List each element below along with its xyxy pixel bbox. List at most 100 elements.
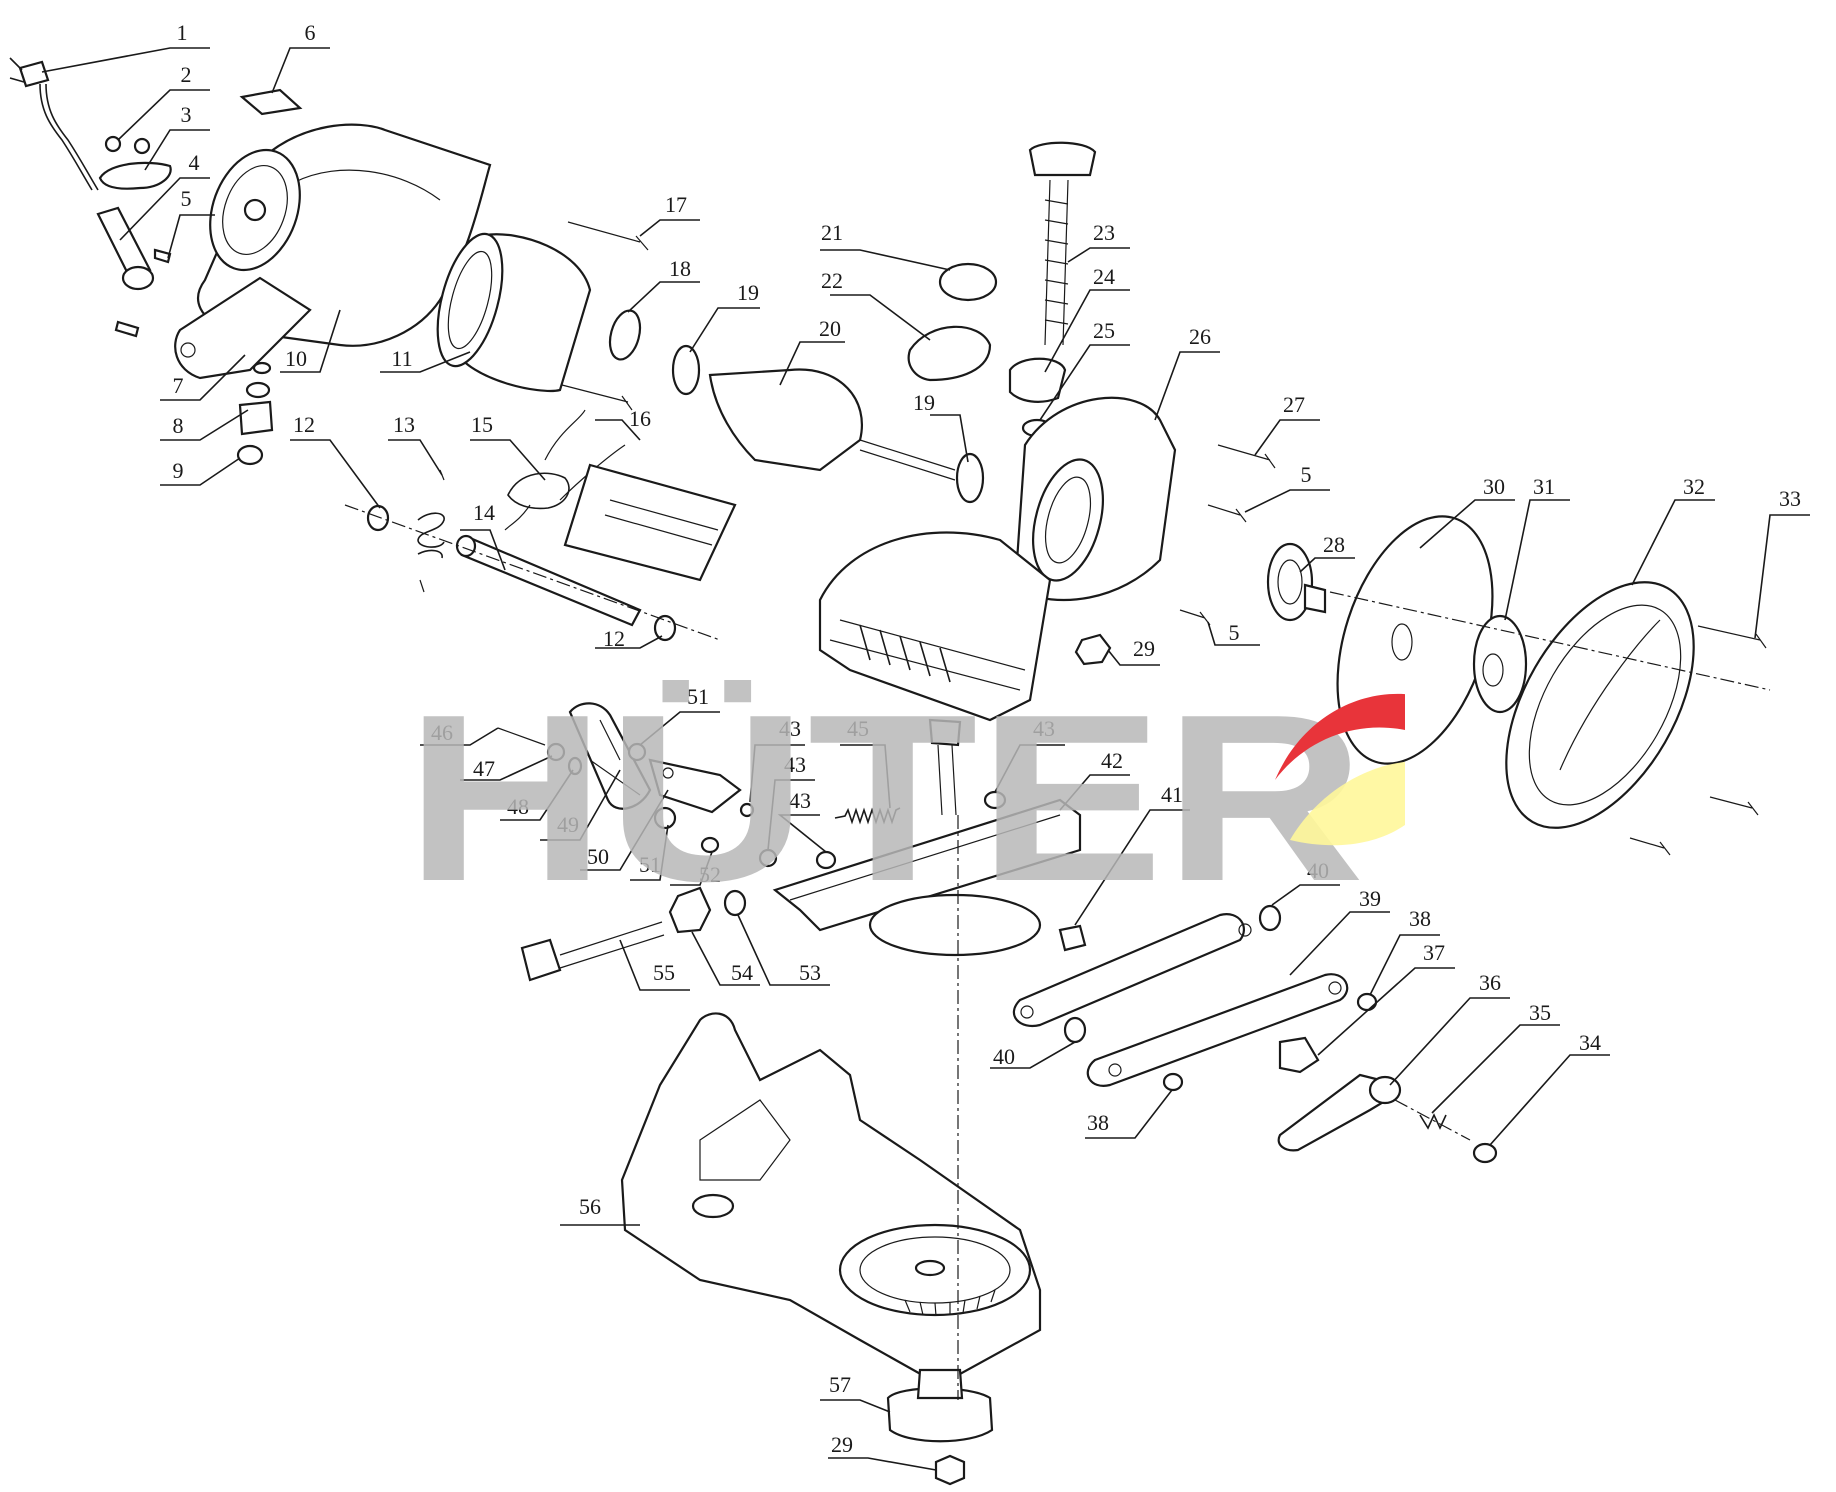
stator [436,232,592,392]
callout-label-41: 41 [1161,782,1183,807]
callout-label-45: 45 [847,716,869,741]
callout-leader-25 [1039,344,1130,421]
callout-leader-19b [930,414,969,463]
knob-24 [1008,357,1067,403]
rotor [708,368,956,481]
callout-leader-43d [777,814,827,853]
callout-leader-21 [820,249,951,271]
ring-12a [366,504,390,532]
callout-leader-40a [1271,884,1340,906]
callout-label-8: 8 [173,413,184,438]
callout-leader-18 [627,281,700,313]
callout-label-19b: 19 [913,390,935,415]
callout-leader-6 [271,47,330,94]
callout-label-19a: 19 [737,280,759,305]
callout-leader-33 [1754,514,1810,639]
axis-line-handle [1394,1099,1471,1141]
callout-label-17: 17 [665,192,687,217]
plate-40 [1086,973,1349,1087]
plate-16 [563,463,737,582]
callout-label-40a: 40 [1307,858,1329,883]
callout-label-29a: 29 [1133,636,1155,661]
callout-leader-51b [630,824,669,881]
callout-label-32: 32 [1683,474,1705,499]
callout-label-18: 18 [669,256,691,281]
callout-label-24: 24 [1093,264,1115,289]
guard-32 [1505,581,1695,829]
callout-leader-10 [280,309,341,373]
callout-label-36: 36 [1479,970,1501,995]
callout-label-3: 3 [181,102,192,127]
callout-leader-57 [820,1399,891,1413]
callout-label-51b: 51 [639,852,661,877]
callout-label-42: 42 [1101,748,1123,773]
callout-leader-32 [1631,499,1715,586]
callout-leader-36 [1389,997,1510,1086]
axis-line-rod [344,504,721,641]
link-50 [648,758,742,814]
label-sticker [239,88,303,116]
screw-guard-a [1709,796,1759,816]
parts-layer [9,57,1771,1486]
callout-leader-2 [117,89,210,141]
callout-label-22: 22 [821,268,843,293]
base-56 [620,1012,1042,1387]
spacer-40b [1063,1016,1087,1044]
callout-leader-20 [779,341,845,386]
callout-label-12a: 12 [293,412,315,437]
nut-34 [1472,1142,1498,1164]
callout-label-52: 52 [699,862,721,887]
flange-28 [1266,542,1327,622]
callout-label-5b: 5 [1301,462,1312,487]
small-screws [104,135,151,155]
callout-leader-28 [1299,557,1355,573]
bracket-42 [772,798,1082,932]
callout-label-48: 48 [507,794,529,819]
callout-leader-15 [470,439,546,481]
callout-label-39: 39 [1359,886,1381,911]
callout-label-5c: 5 [1229,620,1240,645]
callout-label-1: 1 [177,20,188,45]
callout-leader-29a [1107,649,1160,666]
callout-leader-54 [691,931,760,986]
callout-leader-39 [1289,911,1390,976]
callout-label-35: 35 [1529,1000,1551,1025]
spacer-40a [1258,904,1282,932]
motor-housing [174,123,492,380]
callout-label-57: 57 [829,1372,851,1397]
callout-label-11: 11 [391,346,412,371]
callout-label-23: 23 [1093,220,1115,245]
switch-cap [236,444,264,466]
callout-leader-22 [830,294,931,341]
callout-label-13: 13 [393,412,415,437]
screw-33 [1697,625,1767,649]
callout-label-25: 25 [1093,318,1115,343]
switch-button [238,361,274,436]
callout-label-34: 34 [1579,1030,1601,1055]
callout-leader-31 [1504,499,1570,621]
callout-label-37: 37 [1423,940,1445,965]
spring-45 [834,807,901,825]
callout-label-5a: 5 [181,186,192,211]
callout-label-47: 47 [473,756,495,781]
ring-12b [653,614,677,642]
pin-38a [1356,992,1378,1012]
callout-leader-41 [1074,809,1190,926]
callout-leader-52 [670,851,713,886]
callout-label-33: 33 [1779,486,1801,511]
plate-39 [1012,913,1252,1028]
screw-5c [1179,609,1211,626]
callout-leader-12a [290,439,381,509]
callout-leader-35 [1431,1024,1560,1114]
callout-label-53: 53 [799,960,821,985]
callout-leader-11 [380,351,471,373]
washer-51a [627,742,647,762]
cover-21 [938,262,998,302]
callout-label-54: 54 [731,960,753,985]
callout-label-21: 21 [821,220,843,245]
screw-5a [153,248,172,264]
callout-label-16: 16 [629,406,651,431]
callout-leader-13 [388,439,443,476]
callout-label-7: 7 [173,373,184,398]
callout-leader-5b [1244,489,1330,513]
